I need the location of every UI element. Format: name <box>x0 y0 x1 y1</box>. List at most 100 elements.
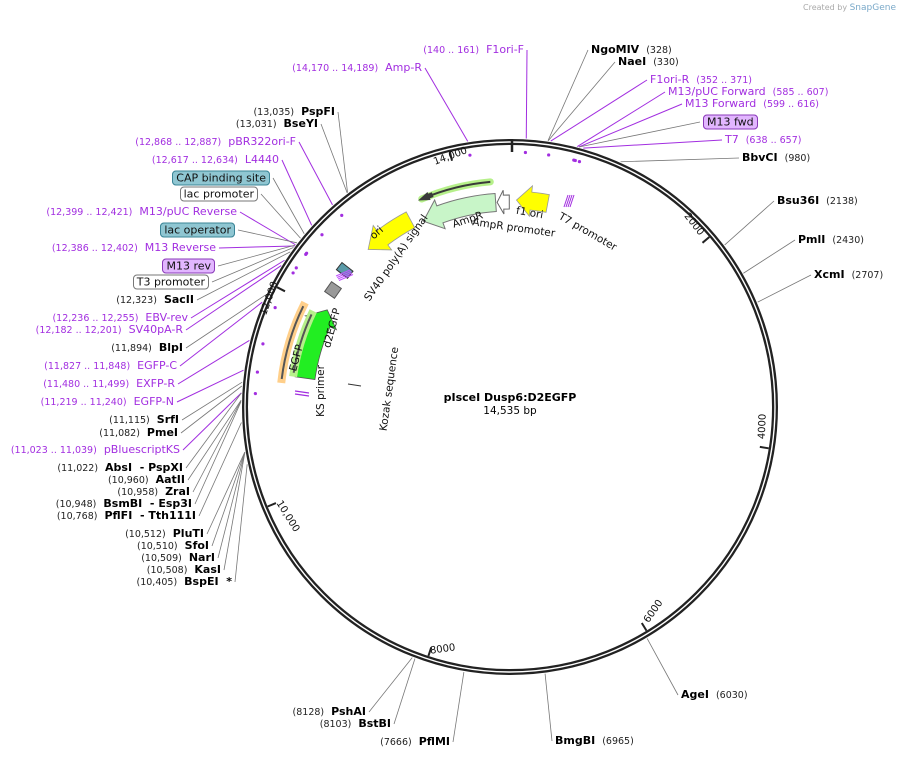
enzyme-site-srfi[interactable]: (11,115)SrfI <box>109 413 179 427</box>
plasmid-size: 14,535 bp <box>483 405 537 417</box>
primer-m13puc[interactable]: M13/pUC Forward(585 .. 607) <box>668 85 828 99</box>
location: (13,031) <box>235 119 277 130</box>
feature-lac[interactable]: lac promoter <box>179 186 258 202</box>
primer-site-dot <box>573 158 577 163</box>
primer-egfpn[interactable]: (11,219 .. 11,240)EGFP-N <box>41 395 174 409</box>
primer-name: L4440 <box>244 153 279 166</box>
enzyme-site-blpi[interactable]: (11,894)BlpI <box>111 341 183 355</box>
leader-line <box>180 385 243 434</box>
location: (10,405) <box>136 577 178 588</box>
enzyme-site-zrai[interactable]: (10,958)ZraI <box>117 485 190 499</box>
enzyme-site-bseyi[interactable]: (13,031)BseYI <box>236 117 318 131</box>
f1-ori-arrow <box>515 184 550 218</box>
primer-f1orir[interactable]: F1ori-R(352 .. 371) <box>650 73 752 87</box>
enzyme-site-pflfi[interactable]: (10,768)PflFI - Tth111I <box>57 509 196 523</box>
leader-line <box>544 673 553 742</box>
enzyme-site-pshai[interactable]: (8128)PshAI <box>293 705 366 719</box>
enzyme-name: SrfI <box>156 413 179 426</box>
enzyme-site-bbvci[interactable]: BbvCI(980) <box>742 151 810 165</box>
enzyme-site-nari[interactable]: (10,509)NarI <box>141 551 215 565</box>
primer-l4440[interactable]: (12,617 .. 12,634)L4440 <box>152 153 279 167</box>
leader-line <box>182 392 242 451</box>
primer-sv40par[interactable]: (12,182 .. 12,201)SV40pA-R <box>36 323 183 337</box>
enzyme-site-bstbi[interactable]: (8103)BstBI <box>320 717 391 731</box>
primer-m13puc[interactable]: (12,399 .. 12,421)M13/pUC Reverse <box>46 205 237 219</box>
location: (638 .. 657) <box>745 135 802 146</box>
enzyme-site-absi[interactable]: (11,022)AbsI - PspXI <box>57 461 183 475</box>
enzyme-site-pmli[interactable]: PmlI(2430) <box>798 233 864 247</box>
location: (11,219 .. 11,240) <box>40 397 127 408</box>
primer-site-mark <box>337 272 353 280</box>
enzyme-name: NaeI <box>618 55 647 68</box>
location: (11,827 .. 11,848) <box>44 361 131 372</box>
enzyme-site-sacii[interactable]: (12,323)SacII <box>116 293 194 307</box>
feature-lac[interactable]: lac operator <box>160 222 235 238</box>
leader-line <box>368 657 413 713</box>
leader-line <box>272 177 305 234</box>
enzyme-site-pflmi[interactable]: (7666)PflMI <box>380 735 450 749</box>
feature-box-label: M13 fwd <box>703 114 758 130</box>
enzyme-site-pluti[interactable]: (10,512)PluTI <box>125 527 204 541</box>
primer-pbluescriptks[interactable]: (11,023 .. 11,039)pBluescriptKS <box>11 443 180 457</box>
location: (10,768) <box>56 511 98 522</box>
location: (140 .. 161) <box>423 45 480 56</box>
enzyme-site-bsmbi[interactable]: (10,948)BsmBI - Esp3I <box>56 497 192 511</box>
enzyme-site-pmei[interactable]: (11,082)PmeI <box>99 426 178 440</box>
t7-promoter-mark <box>565 194 571 208</box>
primer-t7[interactable]: T7 (638 .. 657) <box>725 133 801 147</box>
enzyme-site-bmgbi[interactable]: BmgBI(6965) <box>555 734 634 748</box>
leader-line <box>185 294 266 349</box>
leader-line <box>198 422 242 517</box>
primer-ebvrev[interactable]: (12,236 .. 12,255) EBV-rev <box>52 311 188 325</box>
feature-label[interactable]: KS primer <box>314 365 327 417</box>
tick-mark <box>759 445 769 450</box>
primer-m13[interactable]: (12,386 .. 12,402)M13 Reverse <box>52 241 216 255</box>
t7-promoter-mark <box>563 194 569 208</box>
primer-site-dot <box>261 342 265 346</box>
primer-name: EBV-rev <box>145 311 188 324</box>
primer-site-dot <box>304 252 308 256</box>
enzyme-name: KasI <box>194 563 221 576</box>
enzyme-site-kasi[interactable]: (10,508)KasI <box>147 563 221 577</box>
enzyme-site-aatii[interactable]: (10,960)AatII <box>108 473 185 487</box>
enzyme-site-pspfi[interactable]: (13,035)PspFI <box>253 105 335 119</box>
primer-egfpc[interactable]: (11,827 .. 11,848)EGFP-C <box>44 359 177 373</box>
location: (328) <box>646 45 672 56</box>
tick-mark <box>448 151 453 161</box>
enzyme-name: Bsu36I <box>777 194 820 207</box>
primer-m13[interactable]: M13 Forward(599 .. 616) <box>685 97 819 111</box>
primer-name: T7 <box>725 133 739 146</box>
primer-site-dot <box>253 391 257 396</box>
t7-promoter-mark <box>567 194 573 208</box>
enzyme-site-ngomiv[interactable]: NgoMIV(328) <box>591 43 672 57</box>
feature-m13[interactable]: M13 fwd <box>703 114 758 130</box>
enzyme-site-sfoi[interactable]: (10,510)SfoI <box>137 539 209 553</box>
tick-mark <box>276 286 286 293</box>
leader-line <box>234 464 248 583</box>
primer-f1orif[interactable]: (140 .. 161)F1ori-F <box>423 43 524 57</box>
enzyme-site-xcmi[interactable]: XcmI(2707) <box>814 268 883 282</box>
leader-line <box>583 139 723 149</box>
enzyme-site-agei[interactable]: AgeI(6030) <box>681 688 748 702</box>
feature-m13[interactable]: M13 rev <box>162 258 215 274</box>
location: (11,082) <box>99 428 140 439</box>
location: (10,948) <box>55 499 97 510</box>
leader-line <box>211 247 294 283</box>
leader-line <box>218 245 295 249</box>
primer-ampr[interactable]: (14,170 .. 14,189)Amp-R <box>292 61 422 75</box>
leader-line <box>320 123 348 194</box>
primer-pbr322orif[interactable]: (12,868 .. 12,887)pBR322ori-F <box>135 135 296 149</box>
enzyme-site-naei[interactable]: NaeI(330) <box>618 55 679 69</box>
location: (352 .. 371) <box>696 75 753 86</box>
location: (12,386 .. 12,402) <box>51 243 138 254</box>
feature-cap[interactable]: CAP binding site <box>172 170 270 186</box>
location: (12,236 .. 12,255) <box>52 313 139 324</box>
primer-site-mark <box>336 271 352 278</box>
enzyme-site-bsu36i[interactable]: Bsu36I(2138) <box>777 194 858 208</box>
enzyme-site-bspei[interactable]: (10,405)BspEI * <box>137 575 232 589</box>
primer-exfpr[interactable]: (11,480 .. 11,499)EXFP-R <box>43 377 175 391</box>
enzyme-name: AgeI <box>681 688 709 701</box>
feature-t3[interactable]: T3 promoter <box>132 274 209 290</box>
leader-line <box>223 452 246 571</box>
enzyme-name: BlpI <box>158 341 183 354</box>
